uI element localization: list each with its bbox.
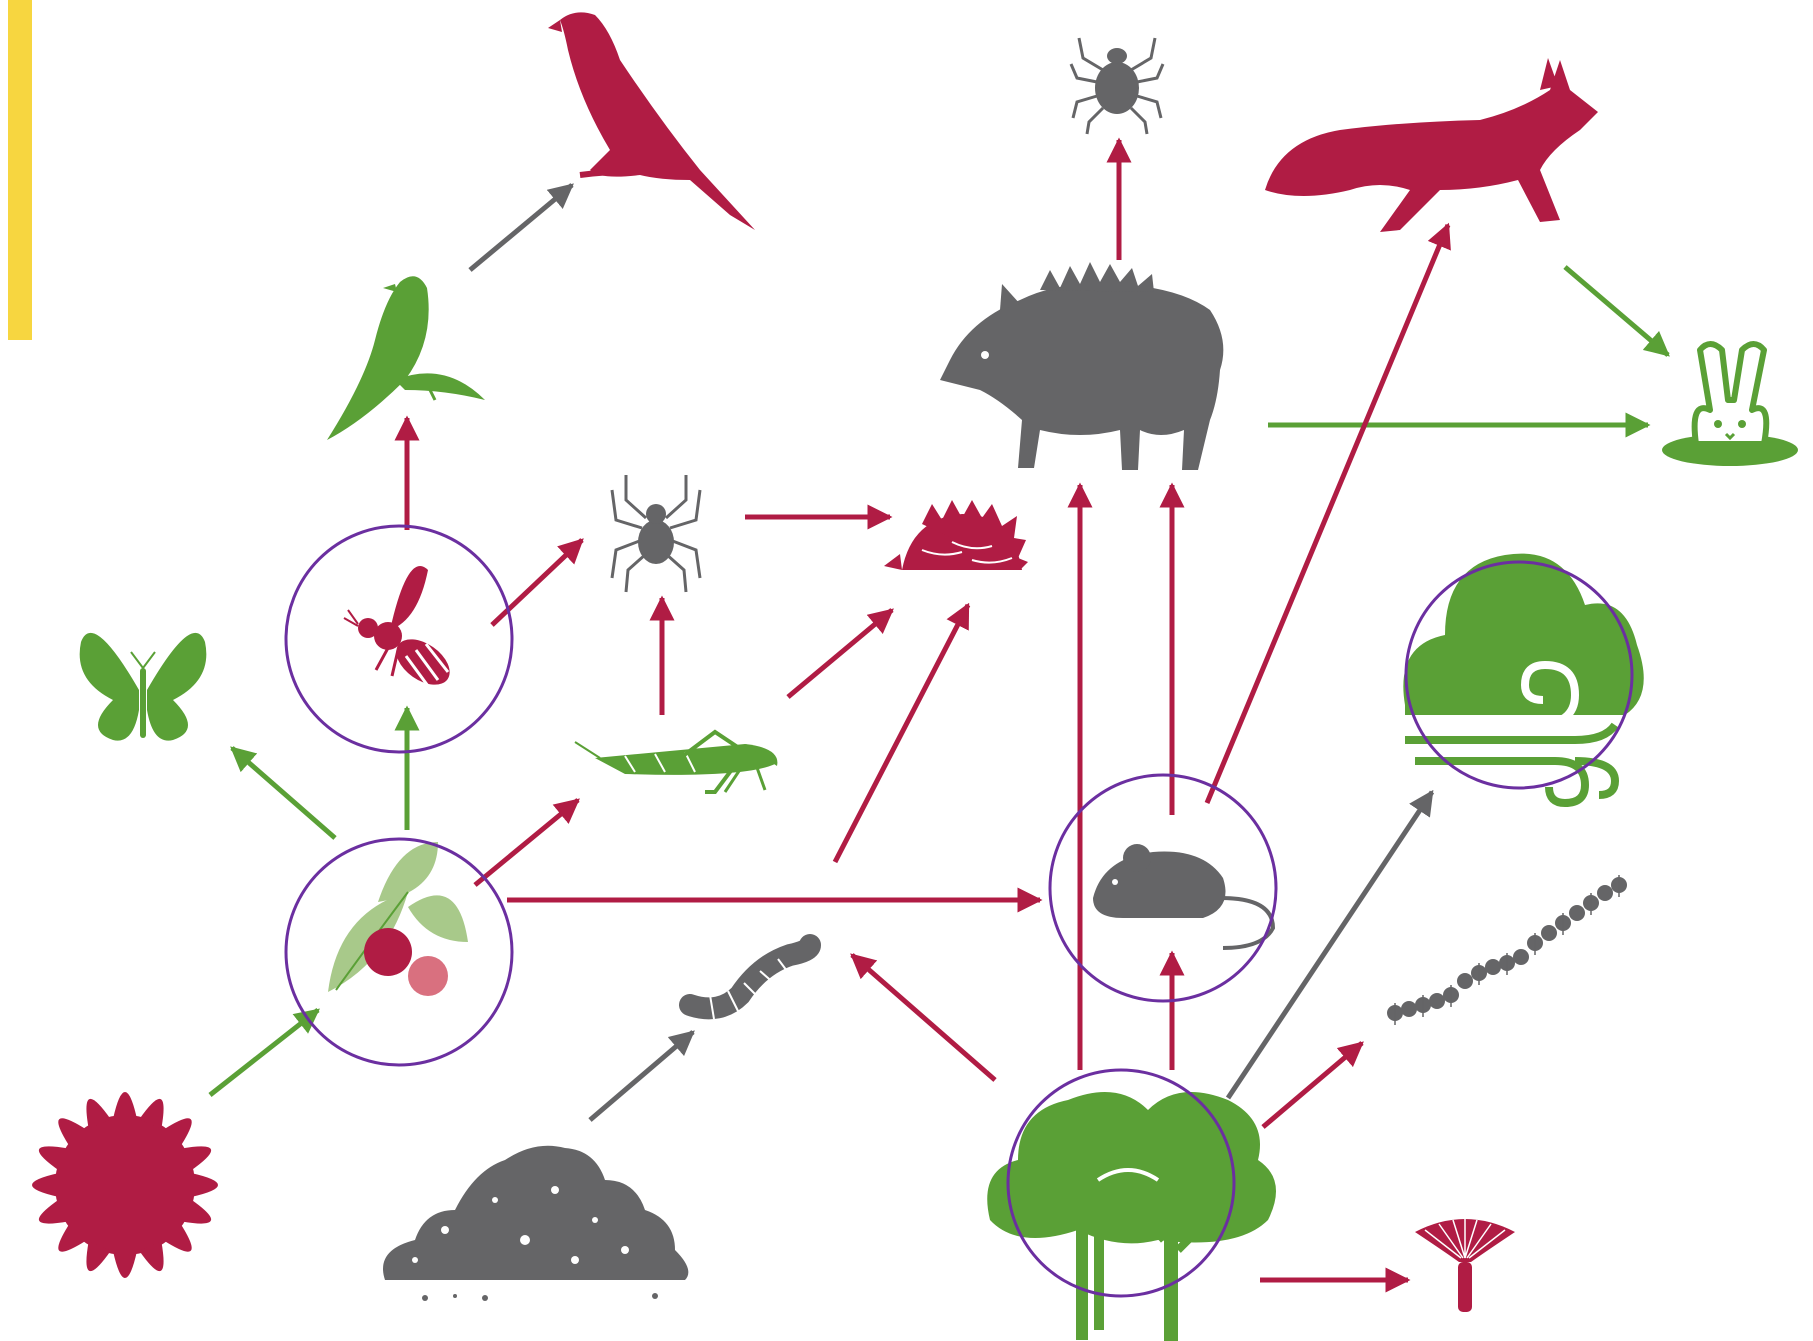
fox-icon — [1265, 58, 1598, 232]
arrow-bee-to-spider — [492, 540, 582, 625]
arrow-trees-to-climate — [1228, 792, 1432, 1098]
cloud-wind-icon — [1399, 554, 1644, 803]
spider-icon — [612, 475, 700, 592]
soil-pile-icon — [383, 1146, 688, 1301]
trees-icon — [987, 1092, 1276, 1341]
worm-icon — [690, 945, 810, 1019]
mouse-icon — [1093, 844, 1273, 948]
butterfly-icon — [80, 633, 207, 741]
arrow-trees-to-worm — [852, 955, 995, 1080]
arrow-soil-to-worm — [590, 1032, 693, 1120]
bee-icon — [344, 566, 458, 694]
mushroom-icon — [1415, 1218, 1515, 1312]
hedgehog-icon — [884, 500, 1028, 570]
plant-berries-icon — [328, 842, 468, 996]
arrow-songbird-to-falcon — [470, 185, 572, 270]
arrow-trees-to-caterpillar — [1263, 1043, 1362, 1127]
falcon-icon — [548, 12, 755, 230]
grasshopper-icon — [575, 732, 777, 792]
arrow-mouse-to-fox — [1207, 225, 1448, 803]
caterpillar-icon — [1387, 875, 1627, 1025]
arrow-sun-to-plant — [210, 1010, 318, 1095]
arrow-fox-to-rabbit — [1565, 267, 1668, 355]
rabbit-icon — [1662, 344, 1798, 466]
wild-boar-icon — [940, 262, 1223, 470]
songbird-icon — [327, 276, 485, 440]
tick-icon — [1071, 38, 1163, 134]
sun-icon — [32, 1092, 218, 1278]
arrow-plant-to-butterfly — [232, 748, 335, 838]
arrow-grasshopper-to-hedgehog — [788, 610, 892, 697]
arrow-plant-to-grasshopper — [475, 800, 578, 885]
